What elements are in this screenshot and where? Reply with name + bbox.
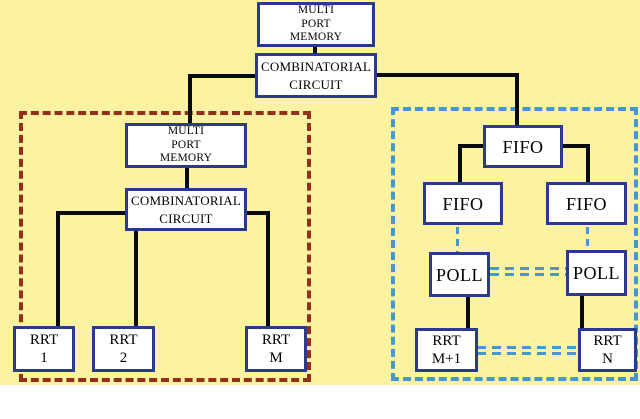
node-label-line: CIRCUIT xyxy=(159,210,213,226)
connector-topcc-fifotop-vertical xyxy=(515,73,519,126)
node-rrt-m-plus-1: RRT M+1 xyxy=(415,328,478,372)
node-left-multi-port-memory: MULTI PORT MEMORY xyxy=(125,123,247,168)
node-label-line: MEMORY xyxy=(159,152,213,165)
connector-pollleft-rrtm1 xyxy=(466,296,470,329)
connector-topmpm-topcc xyxy=(313,47,317,54)
node-poll-right: POLL xyxy=(566,250,627,296)
node-label-line: POLL xyxy=(573,263,620,283)
node-label-line: 1 xyxy=(40,350,48,366)
connector-topcc-left-horizontal xyxy=(188,74,256,78)
node-label-line: FIFO xyxy=(442,193,484,214)
right-cluster-group-border xyxy=(391,107,638,381)
node-label-line: MULTI xyxy=(297,4,335,17)
connector-fifotop-fifoleft-horizontal xyxy=(458,144,484,148)
node-label-line: RRT xyxy=(261,332,291,348)
connector-fifotop-fiforight-horizontal xyxy=(562,144,590,148)
node-left-combinatorial-circuit: COMBINATORIAL CIRCUIT xyxy=(125,188,247,231)
node-label-line: 2 xyxy=(119,350,128,366)
node-label-line: FIFO xyxy=(565,193,607,214)
connector-leftcc-rrtm-horizontal xyxy=(246,211,270,215)
node-label-line: MULTI xyxy=(167,125,205,138)
node-label-line: RRT xyxy=(432,333,461,349)
node-label-line: COMBINATORIAL xyxy=(131,192,241,208)
dashed-link-fifoleft-pollleft xyxy=(456,227,459,253)
node-top-combinatorial-circuit: COMBINATORIAL CIRCUIT xyxy=(255,53,377,98)
node-rrt-1: RRT 1 xyxy=(13,326,75,372)
node-label-line: PORT xyxy=(171,138,201,151)
connector-leftcc-rrtm-vertical xyxy=(266,211,270,327)
connector-fifotop-fifoleft-vertical xyxy=(458,144,462,183)
node-label-line: MEMORY xyxy=(289,31,343,44)
node-rrt-m: RRT M xyxy=(245,326,307,372)
left-cluster-group-border xyxy=(19,111,311,382)
connector-topcc-right-horizontal xyxy=(376,73,519,77)
dashed-link-rrtm1-rrtn-lower xyxy=(477,352,579,355)
dashed-link-rrtm1-rrtn-upper xyxy=(477,346,579,349)
node-fifo-left: FIFO xyxy=(423,182,503,225)
node-label-line: M+1 xyxy=(431,351,462,367)
node-label-line: FIFO xyxy=(502,136,544,157)
dashed-link-fiforight-pollright xyxy=(586,227,589,251)
connector-leftcc-rrt2-vertical xyxy=(134,230,138,327)
node-fifo-top: FIFO xyxy=(483,125,563,168)
node-rrt-n: RRT N xyxy=(578,328,637,372)
node-label-line: CIRCUIT xyxy=(289,76,343,92)
dashed-link-poll-poll-upper xyxy=(490,267,567,270)
node-fifo-right: FIFO xyxy=(546,182,627,225)
connector-topcc-leftmpm-vertical xyxy=(188,74,192,124)
node-top-multi-port-memory: MULTI PORT MEMORY xyxy=(257,2,375,47)
connector-pollright-rrtn xyxy=(580,295,584,329)
node-poll-left: POLL xyxy=(429,252,490,297)
node-label-line: RRT xyxy=(29,332,59,348)
connector-leftcc-rrt1-vertical xyxy=(56,211,60,327)
node-label-line: POLL xyxy=(436,264,483,285)
node-label-line: RRT xyxy=(593,333,622,349)
node-label-line: PORT xyxy=(301,17,331,30)
connector-leftmpm-leftcc xyxy=(185,168,189,189)
node-label-line: COMBINATORIAL xyxy=(261,58,371,74)
node-rrt-2: RRT 2 xyxy=(92,326,155,372)
connector-leftcc-rrt1-horizontal xyxy=(56,211,126,215)
node-label-line: N xyxy=(602,351,613,367)
node-label-line: RRT xyxy=(109,332,138,348)
dashed-link-poll-poll-lower xyxy=(490,273,567,276)
connector-fifotop-fiforight-vertical xyxy=(586,144,590,183)
node-label-line: M xyxy=(269,350,283,366)
